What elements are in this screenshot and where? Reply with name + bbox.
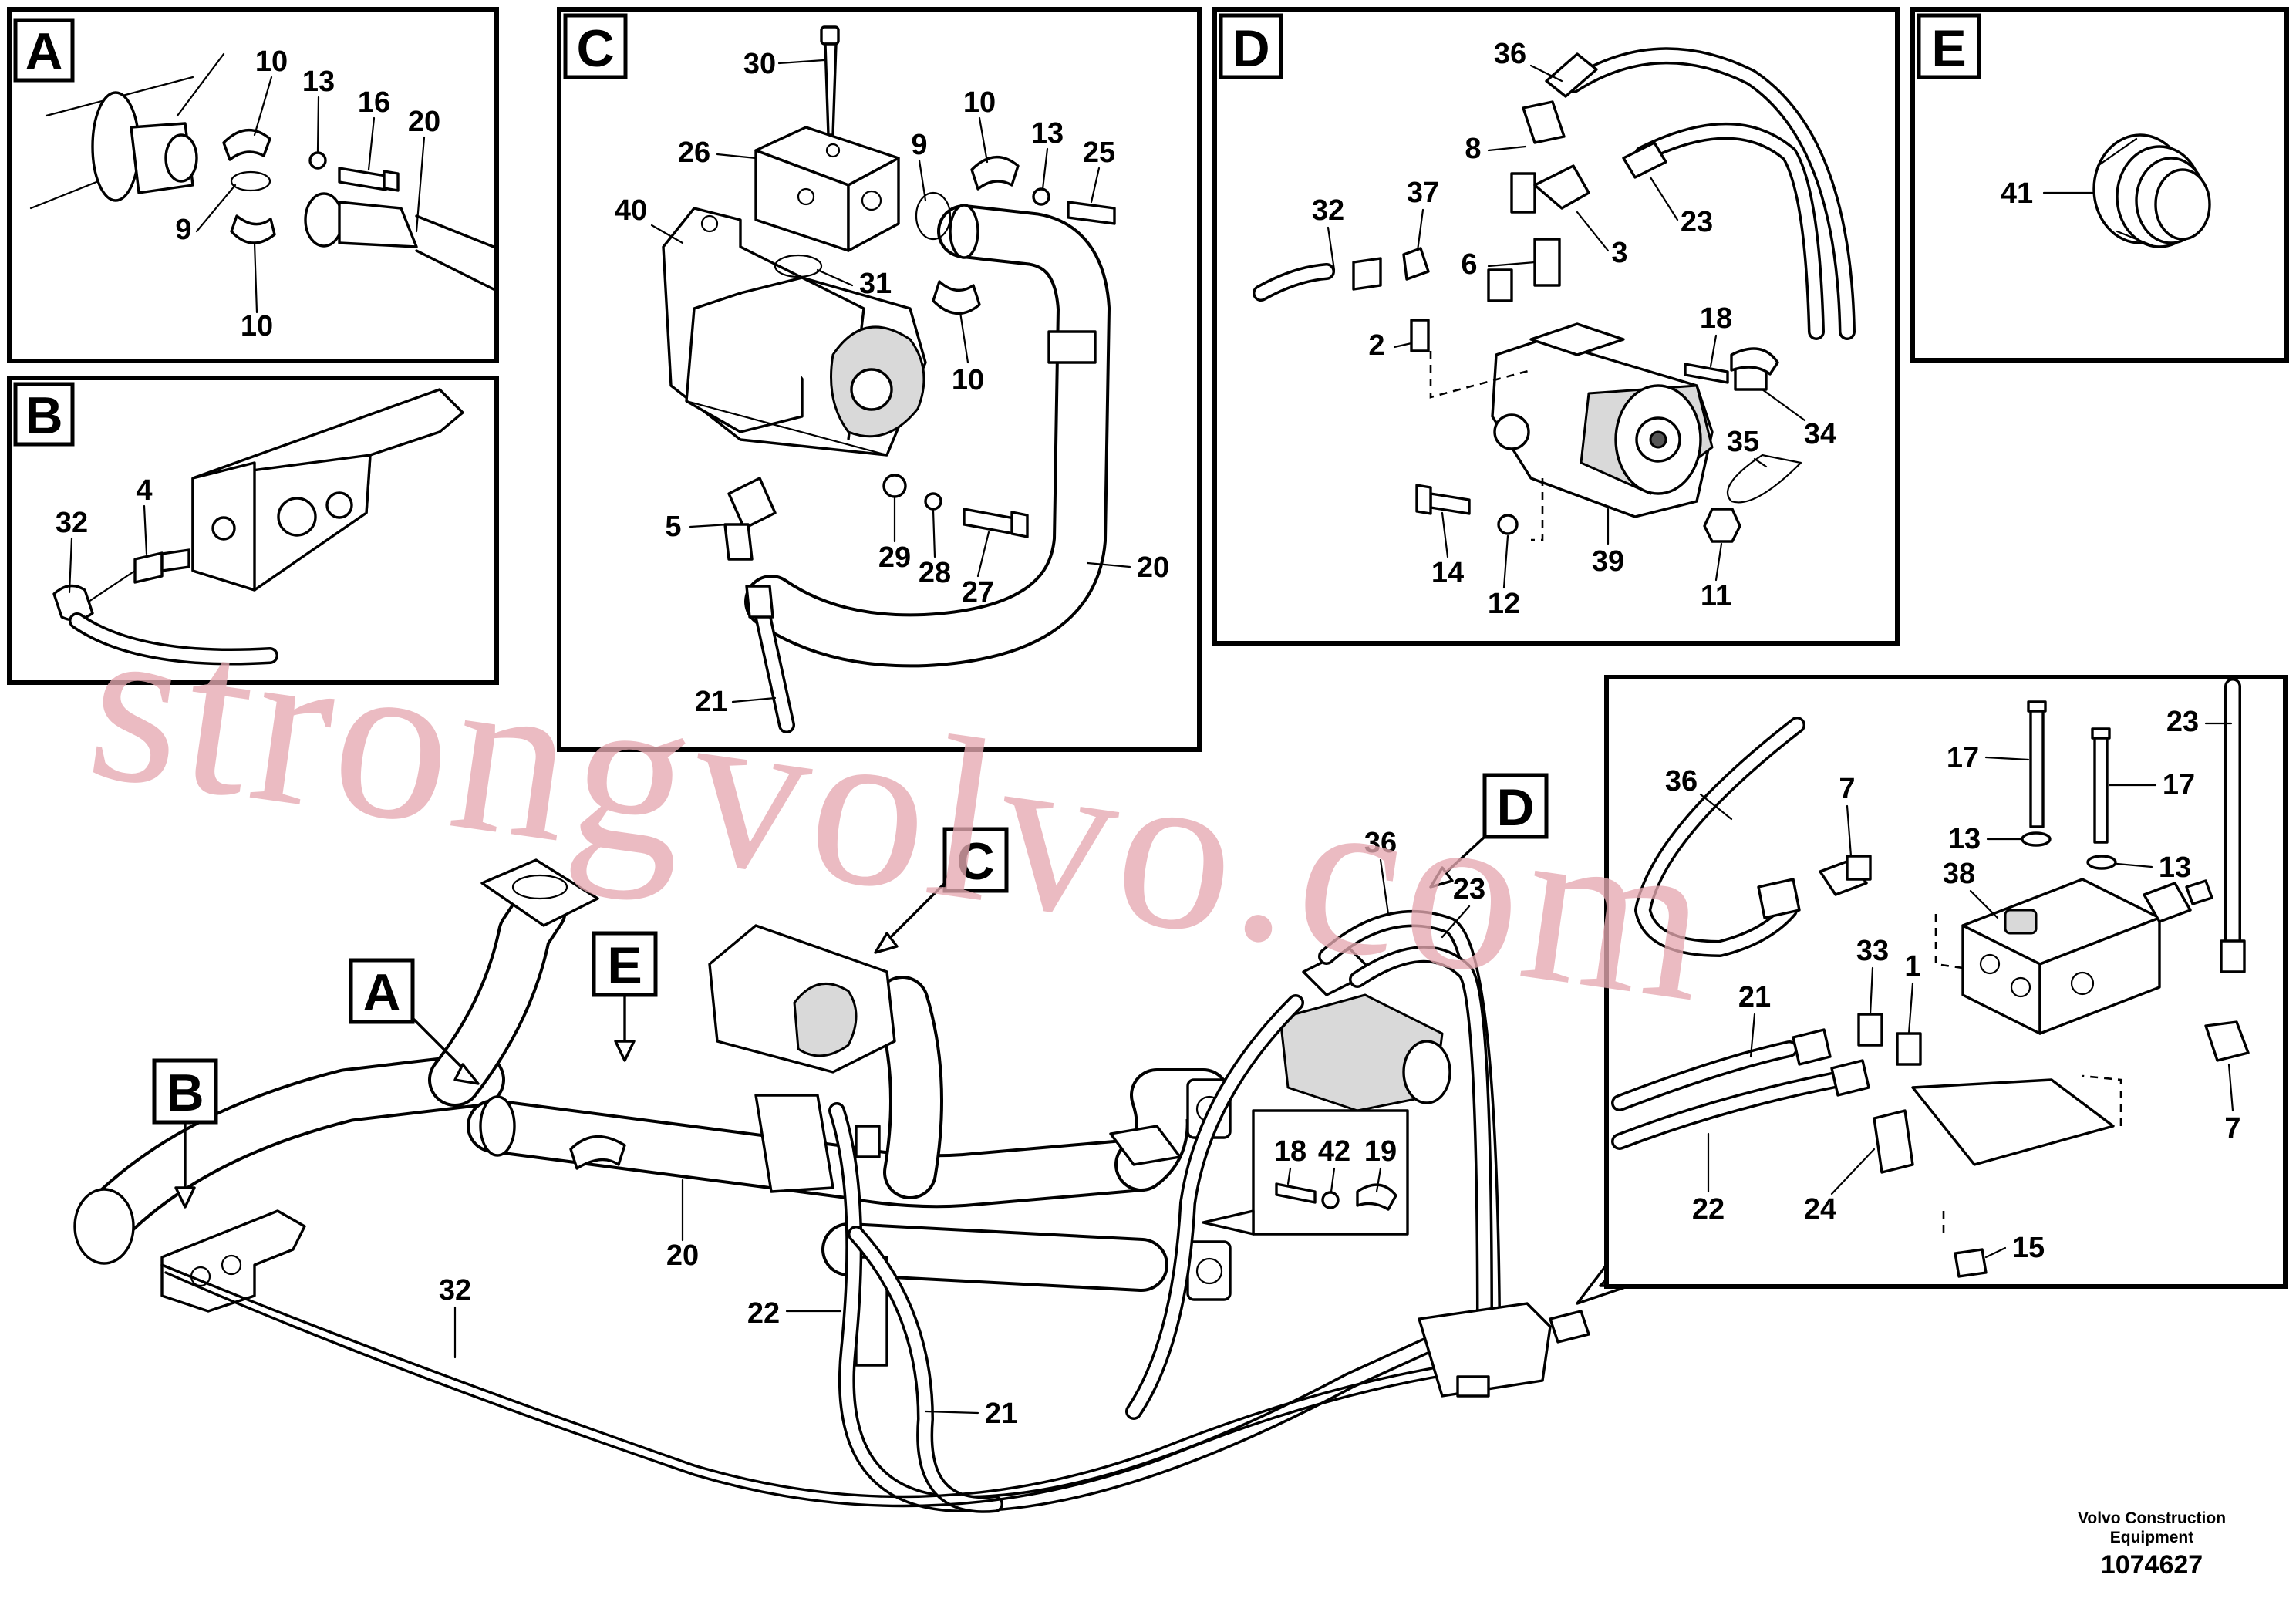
svg-text:C: C bbox=[956, 832, 994, 891]
callout-c-10-bottom: 10 bbox=[952, 364, 984, 396]
callout-det-24: 24 bbox=[1804, 1193, 1836, 1226]
callout-det-38: 38 bbox=[1943, 858, 1975, 890]
view-marker-e: E bbox=[592, 931, 658, 1062]
callout-d-37: 37 bbox=[1407, 177, 1439, 209]
callout-inset-18: 18 bbox=[1274, 1135, 1306, 1168]
brand-line-2: Equipment bbox=[2110, 1529, 2194, 1546]
callout-det-17-left: 17 bbox=[1947, 742, 1979, 774]
callout-c-13: 13 bbox=[1031, 117, 1064, 150]
callout-c-5: 5 bbox=[665, 511, 681, 543]
callout-b-4: 4 bbox=[136, 474, 152, 507]
view-marker-b: B bbox=[152, 1058, 218, 1209]
detail-callouts: 23 17 17 36 7 13 13 38 33 21 1 7 22 bbox=[1665, 706, 2241, 1264]
callout-c-20: 20 bbox=[1137, 551, 1169, 584]
callout-a-10-bottom: 10 bbox=[241, 310, 273, 342]
callout-det-21: 21 bbox=[1738, 981, 1771, 1013]
callout-a-20: 20 bbox=[408, 106, 440, 138]
panel-c: C bbox=[557, 7, 1202, 752]
callout-d-14: 14 bbox=[1431, 557, 1464, 589]
callout-c-26: 26 bbox=[678, 137, 710, 169]
clamp-inset-callouts: 18 42 19 bbox=[1274, 1135, 1397, 1193]
callout-c-40: 40 bbox=[615, 194, 647, 227]
panel-b: B 4 32 bbox=[7, 376, 499, 685]
callout-d-11: 11 bbox=[1701, 580, 1731, 612]
callout-d-32: 32 bbox=[1312, 194, 1344, 227]
callout-c-21: 21 bbox=[695, 686, 727, 718]
callout-det-15: 15 bbox=[2012, 1232, 2045, 1264]
panel-d-label: D bbox=[1232, 19, 1269, 78]
callout-det-17-right: 17 bbox=[2163, 769, 2195, 801]
callout-det-36: 36 bbox=[1665, 765, 1698, 798]
view-marker-a: A bbox=[349, 958, 480, 1085]
callout-a-9: 9 bbox=[175, 214, 191, 246]
callout-d-18: 18 bbox=[1700, 302, 1732, 335]
callout-det-1: 1 bbox=[1904, 950, 1920, 983]
brand-line-1: Volvo Construction bbox=[2078, 1509, 2226, 1527]
callout-d-6: 6 bbox=[1461, 248, 1477, 281]
svg-text:B: B bbox=[166, 1064, 204, 1122]
panel-e-callouts: 41 bbox=[2001, 177, 2095, 210]
svg-text:D: D bbox=[1496, 778, 1534, 837]
view-marker-c: C bbox=[874, 827, 1009, 954]
panel-a-label: A bbox=[25, 22, 62, 81]
callout-d-39: 39 bbox=[1592, 545, 1624, 578]
callout-d-3: 3 bbox=[1611, 237, 1627, 269]
callout-det-33: 33 bbox=[1856, 935, 1889, 967]
callout-c-9: 9 bbox=[911, 129, 927, 161]
callout-d-12: 12 bbox=[1488, 588, 1520, 620]
svg-text:A: A bbox=[362, 963, 400, 1022]
callout-det-7-top: 7 bbox=[1839, 773, 1855, 805]
brand-block: Volvo Construction Equipment 1074627 bbox=[2078, 1509, 2226, 1580]
callout-d-35: 35 bbox=[1727, 426, 1759, 458]
callout-c-29: 29 bbox=[878, 541, 911, 574]
panel-b-callouts: 4 32 bbox=[56, 474, 153, 594]
callout-main-36: 36 bbox=[1364, 827, 1397, 859]
callout-a-16: 16 bbox=[358, 86, 390, 119]
callout-det-22: 22 bbox=[1692, 1193, 1725, 1226]
callout-c-31: 31 bbox=[859, 268, 892, 300]
callout-main-23: 23 bbox=[1453, 873, 1485, 905]
callout-d-2: 2 bbox=[1368, 329, 1384, 362]
panel-d-callouts: 36 8 32 37 23 3 6 2 18 34 35 14 12 bbox=[1312, 38, 1836, 620]
callout-main-21: 21 bbox=[985, 1398, 1017, 1430]
callout-d-8: 8 bbox=[1465, 133, 1481, 165]
callout-d-23: 23 bbox=[1681, 206, 1713, 238]
callout-inset-19: 19 bbox=[1364, 1135, 1397, 1168]
main-assembly: 18 42 19 A B C D bbox=[73, 773, 1590, 1513]
panel-c-label: C bbox=[576, 19, 614, 78]
panel-a: A 10 13 16 20 9 10 bbox=[7, 7, 499, 363]
callout-det-7-bottom: 7 bbox=[2224, 1112, 2240, 1145]
callout-det-23: 23 bbox=[2166, 706, 2199, 738]
callout-det-13-right: 13 bbox=[2159, 851, 2191, 884]
callout-main-20: 20 bbox=[666, 1239, 699, 1272]
panel-a-callouts: 10 13 16 20 9 10 bbox=[175, 46, 440, 342]
svg-text:E: E bbox=[607, 936, 642, 995]
panel-e-label: E bbox=[1931, 19, 1966, 78]
view-marker-d: D bbox=[1429, 773, 1549, 889]
callout-c-30: 30 bbox=[743, 48, 776, 80]
callout-d-36: 36 bbox=[1494, 38, 1526, 70]
detail-inset: 23 17 17 36 7 13 13 38 33 21 1 7 22 bbox=[1576, 675, 2288, 1305]
callout-e-41: 41 bbox=[2001, 177, 2033, 210]
doc-number: 1074627 bbox=[2101, 1550, 2203, 1580]
callout-d-34: 34 bbox=[1804, 418, 1836, 450]
callout-c-25: 25 bbox=[1083, 137, 1115, 169]
callout-c-28: 28 bbox=[919, 557, 951, 589]
callout-inset-42: 42 bbox=[1318, 1135, 1350, 1168]
panel-b-label: B bbox=[25, 386, 62, 445]
panel-e: E 41 bbox=[1910, 7, 2289, 363]
callout-a-13: 13 bbox=[302, 66, 335, 98]
callout-a-10-top: 10 bbox=[255, 46, 288, 78]
callout-b-32: 32 bbox=[56, 507, 88, 539]
main-callouts: 36 23 20 32 22 21 bbox=[439, 827, 1485, 1430]
callout-main-32: 32 bbox=[439, 1274, 471, 1307]
panel-c-callouts: 30 26 9 10 13 25 40 31 10 5 29 28 27 bbox=[615, 48, 1169, 718]
callout-c-27: 27 bbox=[962, 576, 994, 609]
callout-main-22: 22 bbox=[747, 1297, 780, 1330]
panel-d: D bbox=[1212, 7, 1900, 646]
callout-c-10-top: 10 bbox=[963, 86, 996, 119]
callout-det-13-left: 13 bbox=[1948, 823, 1981, 855]
